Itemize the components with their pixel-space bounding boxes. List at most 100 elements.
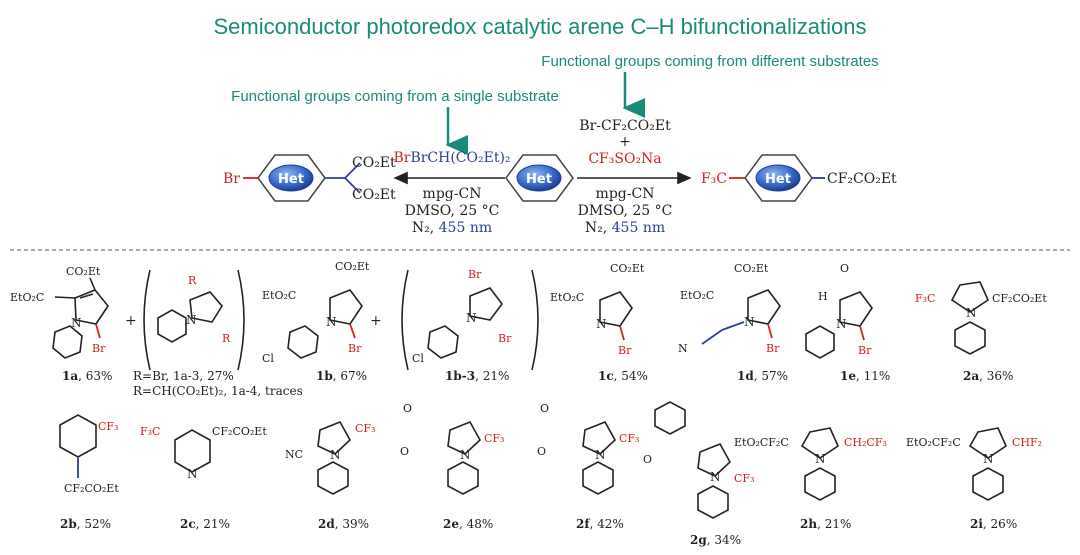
label-1a-4: R=CH(CO₂Et)₂, 1a-4, traces xyxy=(133,384,303,398)
compound-2a: N F₃C CF₂CO₂Et xyxy=(915,281,1047,355)
het-label-left: Het xyxy=(278,172,304,187)
label-1e: 1e, 11% xyxy=(840,369,890,383)
label-2g: 2g, 34% xyxy=(690,533,741,547)
right-product: F₃C Het CF₂CO₂Et xyxy=(701,154,897,202)
left-cond-solvent: DMSO, 25 °C xyxy=(405,203,500,219)
right-f3c: F₃C xyxy=(701,171,727,187)
svg-text:CF₃: CF₃ xyxy=(734,472,754,485)
left-co2et-1: CO₂Et xyxy=(352,155,396,171)
compound-2i: N EtO₂CF₂C CHF₂ xyxy=(906,427,1042,501)
svg-text:CO₂Et: CO₂Et xyxy=(734,262,769,275)
svg-text:O: O xyxy=(403,402,412,415)
svg-text:N: N xyxy=(744,315,755,329)
svg-text:EtO₂CF₂C: EtO₂CF₂C xyxy=(906,436,961,449)
figure-title: Semiconductor photoredox catalytic arene… xyxy=(213,14,866,39)
label-2a: 2a, 36% xyxy=(963,369,1013,383)
paren-right-1b3 xyxy=(531,269,539,371)
svg-text:R: R xyxy=(188,274,197,287)
compound-2b: CF₃ CF₂CO₂Et xyxy=(59,414,119,495)
svg-text:Br: Br xyxy=(858,344,872,357)
paren-left-1b3 xyxy=(401,269,409,371)
left-cond-catalyst: mpg-CN xyxy=(423,186,482,202)
svg-text:N: N xyxy=(326,315,337,329)
compound-2d: N CF₃ NC xyxy=(285,420,375,495)
svg-text:EtO₂C: EtO₂C xyxy=(550,291,584,304)
note-single-substrate: Functional groups coming from a single s… xyxy=(231,88,559,105)
svg-text:CF₂CO₂Et: CF₂CO₂Et xyxy=(64,482,119,495)
label-1b: 1b, 67% xyxy=(316,369,367,383)
compound-1e: N O H Br xyxy=(805,262,873,359)
label-2c: 2c, 21% xyxy=(180,517,230,531)
paren-left-1a3 xyxy=(143,269,151,371)
compound-2g: O N CF₃ xyxy=(643,401,754,519)
label-2f: 2f, 42% xyxy=(576,517,624,531)
svg-text:Br: Br xyxy=(468,268,482,281)
svg-text:CF₂CO₂Et: CF₂CO₂Et xyxy=(992,292,1047,305)
svg-text:CF₃: CF₃ xyxy=(619,432,639,445)
svg-text:F₃C: F₃C xyxy=(915,292,935,305)
right-cf2co2et: CF₂CO₂Et xyxy=(827,171,897,187)
right-reagent-1: Br-CF₂CO₂Et xyxy=(579,118,671,134)
paren-right-1a3 xyxy=(237,269,245,371)
svg-text:N: N xyxy=(836,317,847,331)
label-2b: 2b, 52% xyxy=(60,517,111,531)
right-plus: + xyxy=(619,134,631,150)
svg-text:F₃C: F₃C xyxy=(140,425,160,438)
compound-1a-3: N R R xyxy=(157,274,231,345)
svg-text:O: O xyxy=(840,262,849,275)
svg-text:Cl: Cl xyxy=(262,352,274,365)
svg-text:N: N xyxy=(710,470,721,484)
label-2h: 2h, 21% xyxy=(800,517,851,531)
svg-text:CO₂Et: CO₂Et xyxy=(335,260,370,273)
svg-text:Br: Br xyxy=(498,332,512,345)
compound-2c: N F₃C CF₂CO₂Et xyxy=(140,425,267,481)
label-1a: 1a, 63% xyxy=(62,369,112,383)
left-product: Het Br CO₂Et CO₂Et xyxy=(223,154,396,203)
label-2e: 2e, 48% xyxy=(443,517,493,531)
svg-text:CF₃: CF₃ xyxy=(355,422,375,435)
label-1b-3: 1b-3, 21% xyxy=(445,369,509,383)
svg-text:Br: Br xyxy=(766,342,780,355)
right-reagent-2: CF₃SO₂Na xyxy=(588,151,661,167)
label-2d: 2d, 39% xyxy=(318,517,369,531)
svg-text:CF₂CO₂Et: CF₂CO₂Et xyxy=(212,425,267,438)
svg-text:N: N xyxy=(186,313,197,327)
het-label-right: Het xyxy=(765,172,791,187)
center-substrate: Het xyxy=(505,154,574,202)
plus-1a: + xyxy=(125,313,137,329)
svg-text:O: O xyxy=(400,445,409,458)
right-cond-solvent: DMSO, 25 °C xyxy=(578,203,673,219)
svg-text:Br: Br xyxy=(618,344,632,357)
note-different-substrates: Functional groups coming from different … xyxy=(541,53,878,70)
svg-text:Br: Br xyxy=(348,342,362,355)
svg-text:N: N xyxy=(983,452,994,466)
svg-text:CHF₂: CHF₂ xyxy=(1012,436,1042,449)
label-2i: 2i, 26% xyxy=(970,517,1017,531)
svg-text:N: N xyxy=(596,317,607,331)
svg-text:CF₃: CF₃ xyxy=(98,420,118,433)
left-co2et-2: CO₂Et xyxy=(352,187,396,203)
label-1d: 1d, 57% xyxy=(737,369,788,383)
svg-text:O: O xyxy=(540,402,549,415)
svg-text:Br: Br xyxy=(92,342,106,355)
compound-2h: N EtO₂CF₂C CH₂CF₃ xyxy=(734,427,887,501)
svg-text:N: N xyxy=(330,448,341,462)
compound-2e: N CF₃ O O xyxy=(400,402,504,495)
svg-text:CO₂Et: CO₂Et xyxy=(610,262,645,275)
svg-text:H: H xyxy=(818,290,828,303)
het-label-center: Het xyxy=(526,172,552,187)
compound-1c: N CO₂Et EtO₂C Br xyxy=(550,262,645,357)
svg-text:EtO₂CF₂C: EtO₂CF₂C xyxy=(734,436,789,449)
svg-text:O: O xyxy=(643,453,652,466)
svg-text:EtO₂C: EtO₂C xyxy=(262,289,296,302)
svg-text:Cl: Cl xyxy=(412,352,424,365)
left-reagent: BrBrCH(CO₂Et)₂ xyxy=(393,150,510,166)
right-cond-catalyst: mpg-CN xyxy=(596,186,655,202)
compound-1b-3: N Br Br Cl xyxy=(412,268,512,365)
svg-text:CF₃: CF₃ xyxy=(484,432,504,445)
svg-text:N: N xyxy=(460,448,471,462)
compound-2f: N CF₃ O O xyxy=(537,402,639,495)
svg-text:O: O xyxy=(537,445,546,458)
svg-text:N: N xyxy=(466,311,477,325)
label-1a-3: R=Br, 1a-3, 27% xyxy=(133,369,234,383)
